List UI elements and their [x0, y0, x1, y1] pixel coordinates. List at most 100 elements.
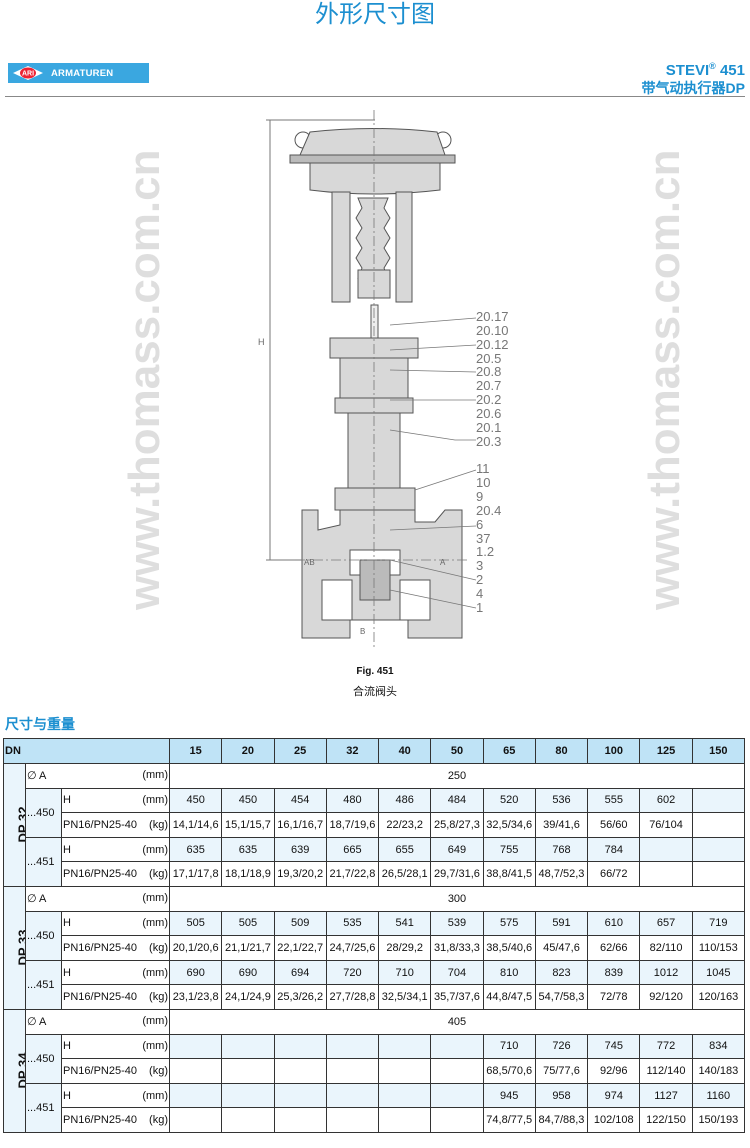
weight-value: 44,8/47,5: [482, 984, 536, 1010]
height-value: [691, 787, 746, 814]
weight-value: 66/72: [587, 861, 641, 887]
row-label-wrap: H(mm): [63, 967, 168, 979]
weight-value: [273, 1058, 327, 1084]
height-value: [378, 1033, 432, 1060]
height-value: [325, 1082, 380, 1109]
valve-series-label: ...451: [25, 959, 62, 1010]
callout-label: 6: [476, 516, 484, 532]
weight-value: 54,7/58,3: [534, 984, 589, 1010]
svg-text:A: A: [440, 558, 446, 567]
weight-value: 22/23,2: [378, 812, 432, 838]
height-value: 450: [221, 787, 275, 814]
weight-value: 25,8/27,3: [430, 812, 484, 838]
height-value: 591: [534, 910, 589, 937]
actuator-name: DP 32: [15, 807, 26, 843]
callout-label: 20.6: [476, 405, 502, 421]
valve-series-label: ...450: [25, 787, 62, 838]
row-label-wrap: H(mm): [63, 1040, 168, 1052]
height-value: 480: [325, 787, 380, 814]
product-name: STEVI: [665, 62, 710, 79]
valve-series-label: ...451: [25, 836, 62, 887]
height-value: 945: [482, 1082, 536, 1109]
height-value: 505: [168, 910, 223, 937]
height-value: [430, 1033, 484, 1060]
row-label: H(mm): [61, 1082, 170, 1109]
row-label: ∅ A (mm): [25, 885, 170, 912]
unit-label: (kg): [149, 868, 168, 881]
callout-label: 20.12: [476, 336, 509, 352]
actuator-name: DP 34: [15, 1052, 26, 1089]
height-value: 639: [273, 836, 327, 863]
height-value: [221, 1082, 275, 1109]
height-value: 655: [378, 836, 432, 863]
row-label: H (mm): [61, 836, 170, 863]
dn-column-header: 100: [587, 738, 641, 764]
weight-value: 38,8/41,5: [482, 861, 536, 887]
height-value: 710: [482, 1033, 536, 1060]
weight-value: 21,7/22,8: [325, 861, 380, 887]
height-value: [325, 1033, 380, 1060]
row-label-wrap: PN16/PN25-40(kg): [63, 1065, 168, 1077]
row-label-wrap: H(mm): [63, 794, 168, 806]
height-value: 509: [273, 910, 327, 937]
row-label: H(mm): [61, 959, 170, 986]
height-value: [273, 1082, 327, 1109]
row-label-wrap: ∅ A(mm): [27, 769, 168, 782]
height-value: 665: [325, 836, 380, 863]
row-label-text: H: [63, 843, 71, 856]
valve-series-label: ...450: [25, 910, 62, 961]
weight-value: 24,7/25,6: [325, 935, 380, 961]
row-label: H(mm): [61, 910, 170, 937]
unit-label: (mm): [142, 1089, 168, 1102]
height-value: 535: [325, 910, 380, 937]
svg-text:H: H: [258, 337, 265, 347]
weight-value: 102/108: [587, 1107, 641, 1133]
height-value: 726: [534, 1033, 589, 1060]
row-label-text: ∅ A: [27, 893, 47, 906]
weight-value: 68,5/70,6: [482, 1058, 536, 1084]
weight-value: 32,5/34,1: [378, 984, 432, 1010]
row-label-wrap: ∅ A (mm): [27, 892, 168, 905]
unit-label: (mm): [142, 843, 168, 856]
row-label-text: PN16/PN25-40: [63, 991, 137, 1004]
table-row: DP 32∅ A(mm)250: [3, 763, 745, 887]
height-value: 710: [378, 959, 432, 986]
unit-label: (mm): [142, 892, 168, 905]
weight-value: 19,3/20,2: [273, 861, 327, 887]
weight-value: 45/47,6: [534, 935, 589, 961]
height-value: 768: [534, 836, 589, 863]
row-label-wrap: H(mm): [63, 917, 168, 929]
callout-label: 20.5: [476, 350, 502, 366]
weight-value: [691, 861, 746, 887]
product-number: 451: [719, 62, 745, 79]
height-value: 555: [587, 787, 641, 814]
row-label-text: PN16/PN25-40: [63, 1064, 137, 1077]
height-value: 745: [587, 1033, 641, 1060]
height-value: 1012: [639, 959, 693, 986]
valve-drawing: H AB A B: [258, 110, 477, 650]
weight-value: [168, 1107, 223, 1133]
height-value: 541: [378, 910, 432, 937]
weight-value: 26,5/28,1: [378, 861, 432, 887]
weight-value: 20,1/20,6: [168, 935, 223, 961]
callout-label: 20.4: [476, 502, 502, 518]
callout-label: 20.8: [476, 364, 502, 380]
callout-label: 1.2: [476, 544, 495, 560]
ari-armaturen-logo: ARI ARMATUREN: [8, 63, 149, 83]
height-value: 772: [639, 1033, 693, 1060]
diameter-a-value: 405: [169, 1008, 745, 1035]
weight-value: 18,7/19,6: [325, 812, 380, 838]
row-label: PN16/PN25-40(kg): [61, 1107, 170, 1133]
row-label-wrap: PN16/PN25-40(kg): [63, 1114, 168, 1126]
row-label: PN16/PN25-40(kg): [61, 861, 170, 887]
row-label-text: PN16/PN25-40: [63, 1114, 137, 1127]
height-value: 539: [430, 910, 484, 937]
height-value: 810: [482, 959, 536, 986]
